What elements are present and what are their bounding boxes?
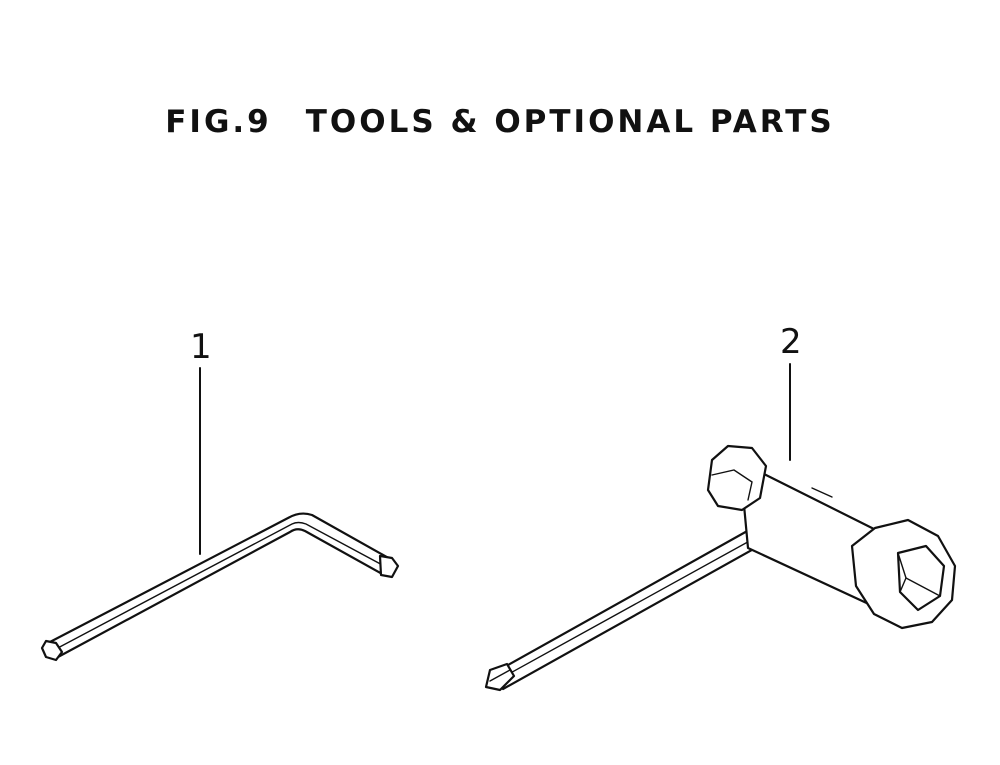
- socket-wrench-rod-line: [495, 532, 765, 682]
- figure-label: FIG.9: [165, 104, 272, 140]
- socket-wrench-tube-mark: [811, 487, 833, 498]
- hex-key-long-end: [40, 639, 64, 662]
- socket-wrench-tip-line: [489, 669, 511, 682]
- socket-wrench-hex-inner-line-2: [905, 577, 941, 597]
- figure-title: FIG.9 TOOLS & OPTIONAL PARTS: [0, 104, 1000, 140]
- hex-key-wrench-icon: [40, 512, 400, 662]
- callout-number-2: 2: [780, 322, 802, 362]
- hex-key-facet-line: [53, 521, 389, 651]
- socket-wrench-small-socket: [706, 444, 768, 512]
- hex-key-short-end: [378, 554, 400, 579]
- hex-key-body: [46, 512, 394, 659]
- socket-wrench-rod-tip: [484, 662, 516, 692]
- socket-wrench-small-socket-facet: [711, 469, 753, 501]
- t-socket-wrench-icon: [484, 444, 957, 692]
- callout-number-1: 1: [190, 327, 212, 367]
- figure-heading: TOOLS & OPTIONAL PARTS: [305, 104, 835, 140]
